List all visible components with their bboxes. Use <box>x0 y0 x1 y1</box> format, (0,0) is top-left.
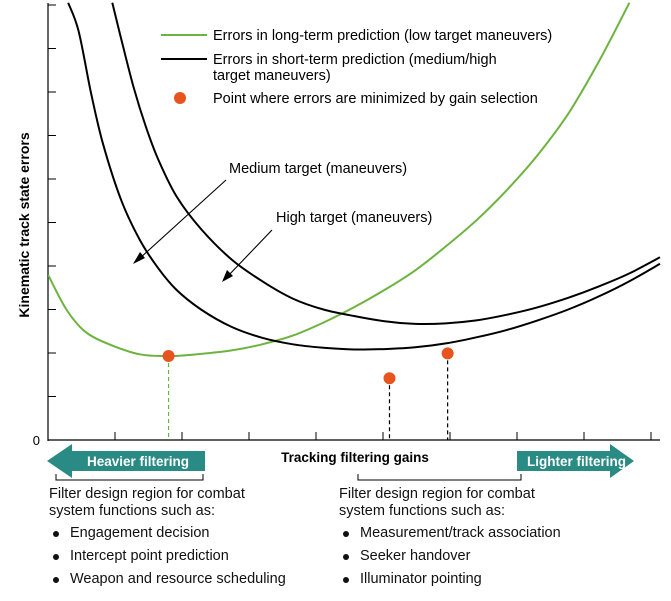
y-zero-label: 0 <box>33 433 40 448</box>
annotation-high-arrow <box>226 229 273 278</box>
list-item: Engagement decision <box>48 522 286 545</box>
list-item: Weapon and resource scheduling <box>48 568 286 591</box>
lighter-filtering-arrow <box>517 444 634 478</box>
list-item: Seeker handover <box>338 545 561 568</box>
x-axis-ticks <box>114 432 652 440</box>
left-region-bracket <box>55 474 204 481</box>
list-item: Measurement/track association <box>338 522 561 545</box>
long-term-error-curve <box>48 2 631 358</box>
annotation-high-arrowhead <box>222 270 233 282</box>
annotation-medium-target: Medium target (maneuvers) <box>229 161 407 177</box>
optimal-point <box>162 350 175 363</box>
lighter-filtering-label: Lighter filtering <box>527 454 626 469</box>
filtering-direction: Heavier filtering Lighter filtering Trac… <box>47 444 634 481</box>
optimal-point <box>441 347 454 360</box>
annotation-medium-arrow <box>138 179 227 260</box>
medium-target-curve <box>67 2 661 351</box>
right-region-description: Filter design region for combat system f… <box>339 486 535 519</box>
optimal-point-dropdowns <box>167 353 449 440</box>
heavier-filtering-label: Heavier filtering <box>87 454 189 469</box>
y-axis-ticks <box>48 4 56 397</box>
left-region-list: Engagement decision Intercept point pred… <box>48 522 286 591</box>
legend-label-short-term: Errors in short-term prediction (medium/… <box>213 52 501 84</box>
axes: 0 Kinematic track state errors <box>16 3 660 448</box>
legend-swatch-optimal-point <box>174 92 186 104</box>
annotation-medium-arrowhead <box>133 252 145 264</box>
left-region-description: Filter design region for combat system f… <box>49 486 245 519</box>
right-region-bracket <box>357 474 522 481</box>
annotation-high-target: High target (maneuvers) <box>276 210 432 226</box>
list-item: Intercept point prediction <box>48 545 286 568</box>
right-region-list: Measurement/track association Seeker han… <box>338 522 561 591</box>
legend-label-long-term: Errors in long-term prediction (low targ… <box>213 28 552 44</box>
annotations: Medium target (maneuvers) High target (m… <box>133 161 432 282</box>
high-target-curve <box>111 2 661 326</box>
heavier-filtering-arrow <box>47 444 205 478</box>
optimal-point <box>383 372 396 385</box>
legend: Errors in long-term prediction (low targ… <box>161 28 552 107</box>
legend-label-optimal-point: Point where errors are minimized by gain… <box>213 91 538 107</box>
series-layer <box>48 2 661 358</box>
x-axis-label: Tracking filtering gains <box>281 450 429 465</box>
optimal-points <box>162 347 454 385</box>
y-axis-label: Kinematic track state errors <box>16 132 32 317</box>
list-item: Illuminator pointing <box>338 568 561 591</box>
